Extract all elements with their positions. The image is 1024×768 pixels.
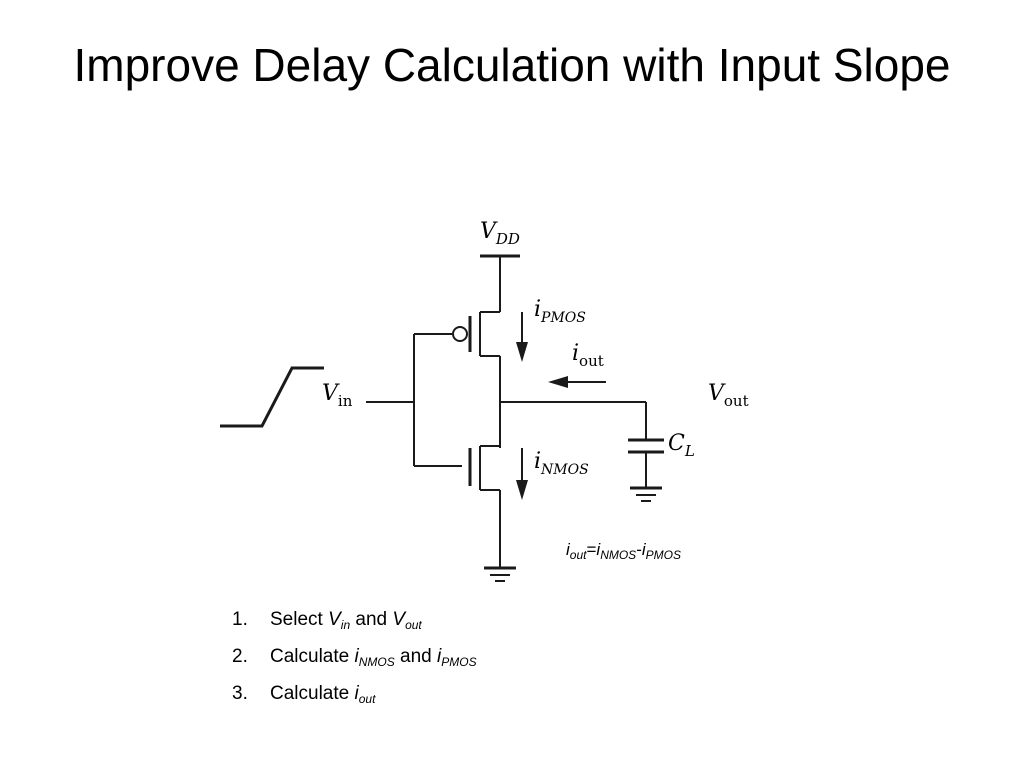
inmos-arrow xyxy=(516,448,528,500)
cap-ground-symbol xyxy=(630,486,662,502)
iout-label: iout xyxy=(572,341,604,370)
iout-arrow xyxy=(548,376,606,388)
vout-label: Vout xyxy=(708,381,749,410)
slide-title: Improve Delay Calculation with Input Slo… xyxy=(73,39,951,91)
step-number: 3. xyxy=(232,683,248,704)
step-number: 1. xyxy=(232,609,248,630)
pmos-transistor xyxy=(452,311,500,357)
step-number: 2. xyxy=(232,646,248,667)
steps-list: 1. Select Vin and Vout 2. Calculate iNMO… xyxy=(232,604,477,715)
load-capacitor xyxy=(628,438,664,454)
inmos-label: iNMOS xyxy=(534,449,589,478)
input-ramp-waveform xyxy=(220,366,324,428)
nmos-transistor xyxy=(468,445,500,491)
ipmos-arrow xyxy=(516,312,528,362)
vin-label: Vin xyxy=(322,381,353,410)
ipmos-label: iPMOS xyxy=(534,297,586,326)
cl-label: CL xyxy=(668,431,695,460)
step-item: 3. Calculate iout xyxy=(232,678,477,715)
current-equation: iout=iNMOS-iPMOS xyxy=(566,540,681,562)
nmos-ground-symbol xyxy=(484,566,516,582)
pmos-bubble xyxy=(452,326,468,342)
vdd-label: VDD xyxy=(480,219,520,248)
step-item: 2. Calculate iNMOS and iPMOS xyxy=(232,641,477,678)
step-item: 1. Select Vin and Vout xyxy=(232,604,477,641)
